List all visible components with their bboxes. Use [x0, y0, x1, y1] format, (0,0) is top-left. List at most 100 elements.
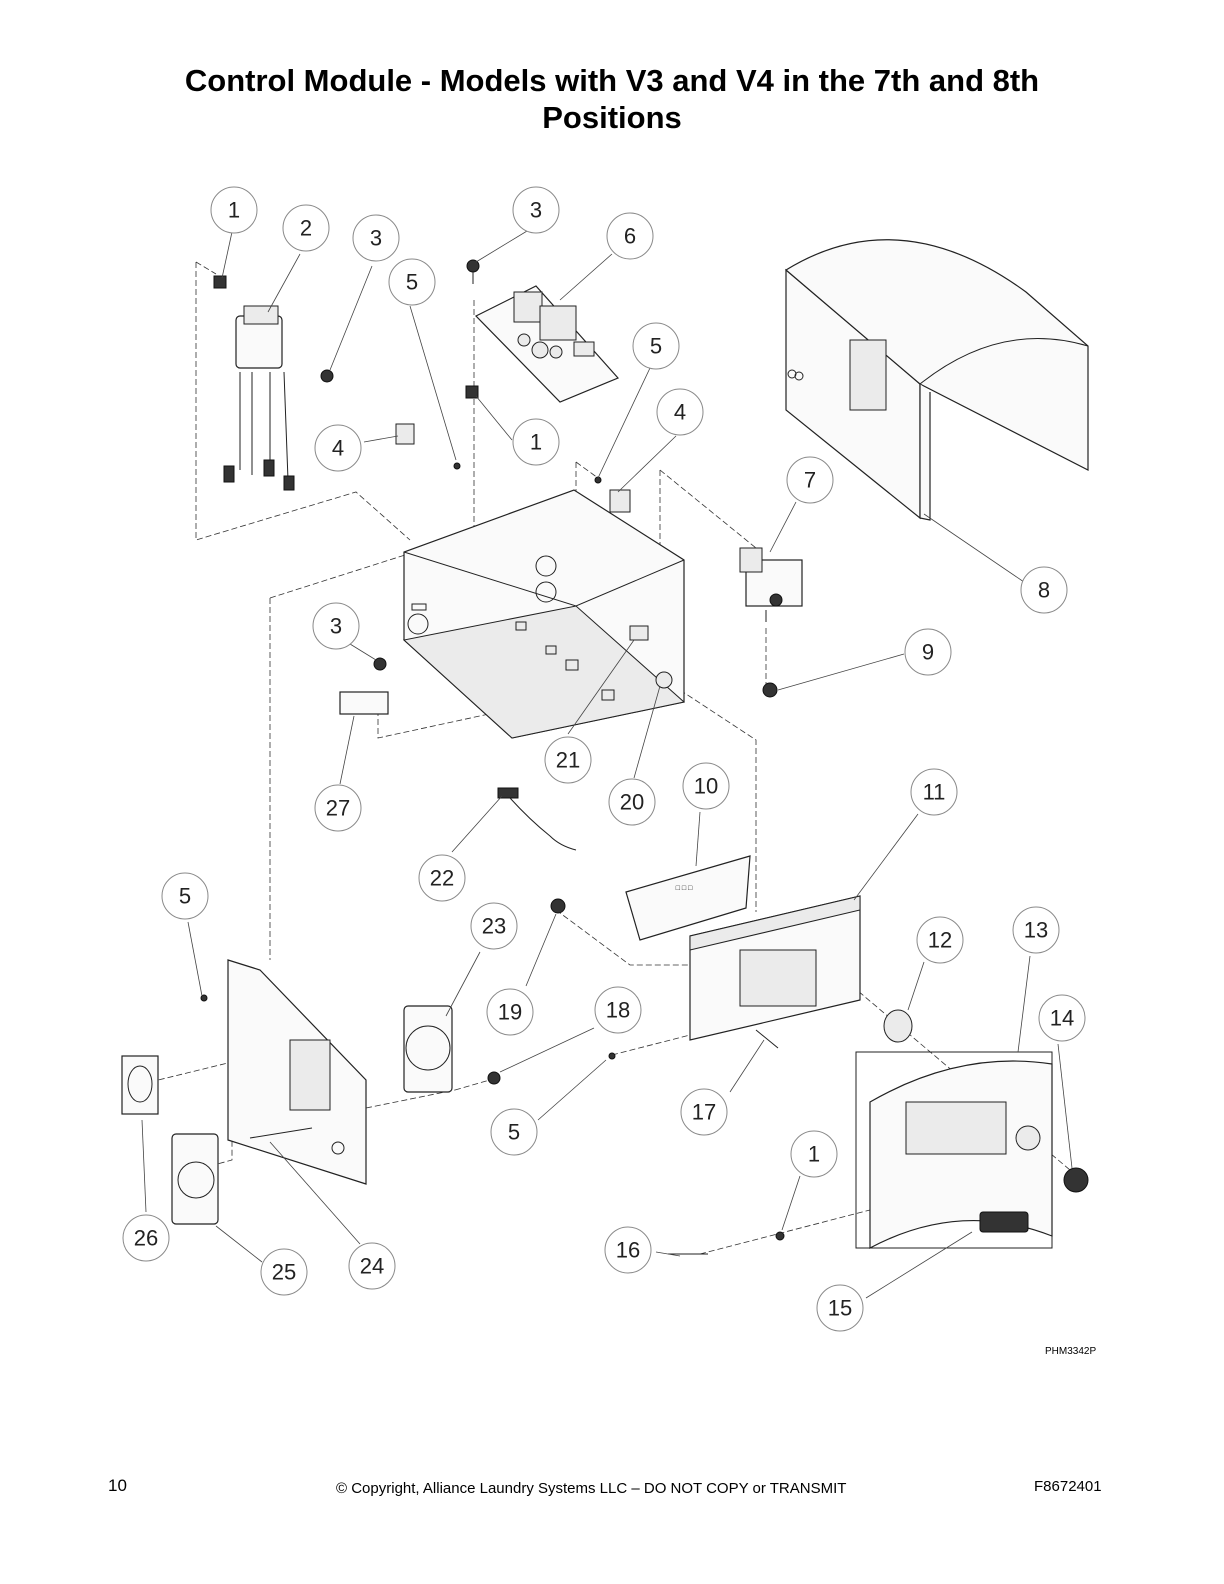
fan-guard-part-25: [171, 1133, 219, 1225]
callout-1: 1: [512, 418, 560, 466]
callout-number: 21: [556, 748, 580, 773]
callout-27: 27: [314, 784, 362, 832]
plate-part: [227, 959, 367, 1185]
screw-part-5b: [594, 476, 602, 484]
part-21: [629, 625, 649, 641]
callout-number: 6: [624, 224, 636, 249]
callout-number: 5: [508, 1120, 520, 1145]
screw-part-5d: [608, 1052, 616, 1060]
callout-5: 5: [490, 1108, 538, 1156]
callout-number: 19: [498, 1000, 522, 1025]
chassis-part: [402, 489, 686, 739]
knob-part-14: [1063, 1167, 1089, 1193]
callout-number: 10: [694, 774, 718, 799]
callout-number: 14: [1050, 1006, 1074, 1031]
control-board-part: [474, 285, 620, 403]
grommet-part-19: [550, 898, 566, 914]
clip-part-1b: [465, 385, 479, 399]
callout-7: 7: [786, 456, 834, 504]
rod-part-24: [249, 1127, 313, 1139]
document-number: F8672401: [1034, 1478, 1102, 1495]
leader-lines: [141, 227, 1073, 1299]
callout-number: 3: [530, 198, 542, 223]
clip-part-1c: [775, 1231, 785, 1241]
callout-24: 24: [348, 1242, 396, 1290]
callout-1: 1: [210, 186, 258, 234]
callout-number: 23: [482, 914, 506, 939]
callout-13: 13: [1012, 906, 1060, 954]
screw-part-5a: [453, 462, 461, 470]
callout-number: 4: [332, 436, 344, 461]
transformer-part: [223, 305, 295, 491]
screw-part-3a: [320, 369, 334, 383]
console-part-13: [855, 1051, 1053, 1249]
callout-20: 20: [608, 778, 656, 826]
callout-number: 17: [692, 1100, 716, 1125]
callout-number: 22: [430, 866, 454, 891]
callout-5: 5: [161, 872, 209, 920]
pin-part-17: [755, 1029, 779, 1049]
callout-1: 1: [790, 1130, 838, 1178]
callout-15: 15: [816, 1284, 864, 1332]
callout-number: 13: [1024, 918, 1048, 943]
callout-number: 20: [620, 790, 644, 815]
callout-number: 16: [616, 1238, 640, 1263]
callout-number: 1: [228, 198, 240, 223]
callout-5: 5: [632, 322, 680, 370]
svg-text:□ □ □: □ □ □: [676, 885, 693, 892]
callout-number: 5: [406, 270, 418, 295]
callout-11: 11: [910, 768, 958, 816]
panel-part-10: □ □ □: [625, 855, 751, 941]
callout-10: 10: [682, 762, 730, 810]
callout-number: 12: [928, 928, 952, 953]
callout-17: 17: [680, 1088, 728, 1136]
callout-6: 6: [606, 212, 654, 260]
screw-part-5c: [200, 994, 208, 1002]
callout-5: 5: [388, 258, 436, 306]
callout-19: 19: [486, 988, 534, 1036]
callout-number: 3: [330, 614, 342, 639]
figure-code: PHM3342P: [1045, 1346, 1097, 1357]
screw-part-3b: [466, 259, 480, 284]
callout-number: 18: [606, 998, 630, 1023]
callouts: 1 2 3 3 5 6 5 4 1 4 7 8 9 3 21 20 10 11 …: [122, 186, 1086, 1332]
callout-number: 7: [804, 468, 816, 493]
page-number: 10: [108, 1476, 127, 1495]
connector-part-9: [762, 682, 778, 698]
callout-number: 27: [326, 796, 350, 821]
callout-number: 3: [370, 226, 382, 251]
callout-23: 23: [470, 902, 518, 950]
callout-3: 3: [312, 602, 360, 650]
callout-number: 11: [923, 780, 946, 805]
page-title: Control Module - Models with V3 and V4 i…: [184, 63, 1040, 135]
callout-number: 4: [674, 400, 686, 425]
callout-number: 15: [828, 1296, 852, 1321]
callout-number: 1: [530, 430, 542, 455]
callout-14: 14: [1038, 994, 1086, 1042]
callout-9: 9: [904, 628, 952, 676]
callout-8: 8: [1020, 566, 1068, 614]
clip-part-1: [213, 275, 227, 289]
callout-12: 12: [916, 916, 964, 964]
bracket-part-11: [689, 895, 861, 1041]
relay-part-27: [339, 657, 389, 715]
callout-number: 2: [300, 216, 312, 241]
callout-3: 3: [512, 186, 560, 234]
callout-number: 9: [922, 640, 934, 665]
solenoid-part: [739, 547, 803, 622]
washer-part-12: [883, 1009, 913, 1043]
copyright-notice: © Copyright, Alliance Laundry Systems LL…: [336, 1480, 847, 1497]
callout-number: 8: [1038, 578, 1050, 603]
bracket-part-4b: [609, 489, 631, 513]
cover-part: [784, 239, 1089, 521]
callout-22: 22: [418, 854, 466, 902]
callout-4: 4: [656, 388, 704, 436]
callout-4: 4: [314, 424, 362, 472]
callout-21: 21: [544, 736, 592, 784]
callout-number: 5: [179, 884, 191, 909]
callout-number: 25: [272, 1260, 296, 1285]
callout-26: 26: [122, 1214, 170, 1262]
callout-3: 3: [352, 214, 400, 262]
gasket-part-26: [121, 1055, 159, 1115]
